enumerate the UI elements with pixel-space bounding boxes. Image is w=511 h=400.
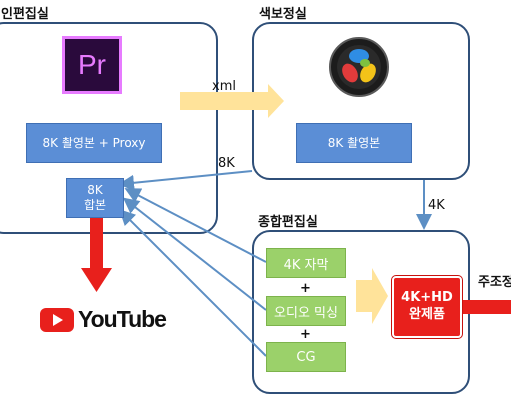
final-product-box: 4K+HD 완제품 [391,275,463,339]
xml-arrow [180,84,284,118]
master-control-label: 주조정 [478,275,511,290]
audio-mix-box: 오디오 믹싱 [266,296,346,326]
arrow-cg-to-merge [119,209,267,357]
four-k-label: 4K [428,198,445,213]
youtube-logo: YouTube [40,306,167,333]
youtube-arrow-shaft [90,218,103,270]
final-editing-room-label: 종합편집실 [258,215,318,230]
merged-8k-line1: 8K [87,183,103,197]
final-product-line1: 4K+HD [401,290,453,306]
resolve-source-box: 8K 촬영본 [296,123,412,163]
davinci-resolve-logo [328,36,390,98]
merged-8k-line2: 합본 [83,198,107,212]
color-grading-room-label: 색보정실 [259,7,307,22]
master-control-arrow [462,300,511,314]
xml-label: xml [212,79,236,94]
arrow-audio-to-merge [122,197,267,311]
merged-8k-box: 8K 합본 [66,178,124,218]
premiere-source-box: 8K 촬영본 + Proxy [26,123,162,163]
cg-box: CG [266,342,346,372]
arrow-8k-to-merge [118,170,253,191]
editing-room-label: 인편집실 [1,7,49,22]
merge-into-final-arrow [356,268,388,324]
subtitle-box: 4K 자막 [266,248,346,278]
youtube-wordmark: YouTube [78,306,167,332]
youtube-arrow-head [81,268,112,292]
arrow-subtitle-to-merge [124,188,267,263]
premiere-logo-text: Pr [78,49,106,80]
eight-k-label: 8K [218,156,235,171]
youtube-play-icon [40,307,74,332]
plus-sign-2: + [300,327,311,342]
premiere-pro-logo: Pr [62,36,122,94]
plus-sign-1: + [300,281,311,296]
final-product-line2: 완제품 [409,307,445,322]
